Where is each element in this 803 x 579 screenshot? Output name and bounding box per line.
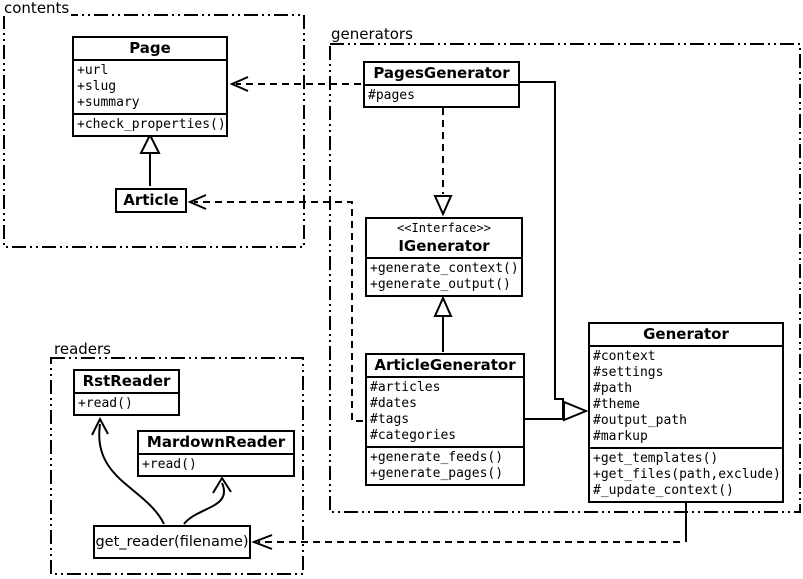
arrow-getreader-to-mardownreader: [183, 476, 232, 525]
methods-compartment: +read(): [75, 392, 178, 414]
class-articlegenerator: ArticleGenerator #articles #dates #tags …: [365, 353, 525, 486]
methods-compartment: +generate_feeds() +generate_pages(): [367, 446, 523, 484]
class-title: Generator: [643, 325, 729, 343]
method: +get_templates(): [593, 451, 719, 466]
attribute: +url: [77, 63, 109, 78]
arrow-getreader-to-rstreader: [91, 416, 165, 525]
attribute: #markup: [593, 429, 648, 444]
inheritance-arrow-articlegenerator-to-igenerator: [433, 295, 453, 352]
attribute: +slug: [77, 79, 117, 94]
attribute: #output_path: [593, 413, 687, 428]
class-title: RstReader: [82, 372, 171, 390]
attribute: #dates: [370, 396, 417, 411]
methods-compartment: +generate_context() +generate_output(): [367, 257, 521, 295]
contents-package-border: [3, 14, 305, 248]
class-pagesgenerator: PagesGenerator #pages: [363, 61, 520, 108]
dependency-arrow-pagesgenerator-to-page: [229, 76, 361, 92]
attributes-compartment: #context #settings #path #theme #output_…: [590, 345, 782, 447]
attribute: #pages: [368, 88, 415, 103]
method: #_update_context(): [593, 483, 734, 498]
attribute: #tags: [370, 412, 410, 427]
attribute: #categories: [370, 428, 457, 443]
package-label-readers: readers: [52, 340, 113, 358]
methods-compartment: +check_properties(): [74, 113, 226, 135]
class-title: Article: [123, 191, 179, 209]
method: +read(): [142, 457, 197, 472]
method: +generate_feeds(): [370, 450, 504, 465]
attribute: #settings: [593, 365, 664, 380]
class-generator: Generator #context #settings #path #them…: [588, 322, 784, 503]
package-label-contents: contents: [2, 0, 72, 17]
methods-compartment: +read(): [139, 453, 293, 475]
method: +check_properties(): [77, 117, 226, 132]
class-igenerator: <<Interface>> IGenerator +generate_conte…: [365, 217, 523, 297]
methods-compartment: +get_templates() +get_files(path,exclude…: [590, 447, 782, 501]
method: +get_files(path,exclude): [593, 467, 781, 482]
method: +generate_output(): [370, 277, 511, 292]
get-reader-label: get_reader(filename): [95, 534, 249, 550]
method: +read(): [78, 396, 133, 411]
realization-arrow-pagesgenerator-to-igenerator: [433, 108, 453, 217]
attribute: #path: [593, 381, 633, 396]
class-article: Article: [115, 188, 187, 213]
method: +generate_pages(): [370, 466, 504, 481]
package-label-generators: generators: [329, 25, 415, 43]
class-mardownreader: MardownReader +read(): [137, 430, 295, 477]
class-title: ArticleGenerator: [374, 356, 516, 374]
class-title: Page: [129, 39, 171, 57]
attribute: #articles: [370, 380, 441, 395]
generators-package-border: [329, 43, 801, 513]
class-title: PagesGenerator: [373, 64, 510, 82]
class-title: IGenerator: [398, 237, 490, 255]
inheritance-arrow-article-to-page: [139, 132, 161, 186]
class-stereotype: <<Interface>>: [397, 221, 491, 235]
dependency-arrow-generator-to-getreader: [251, 501, 687, 550]
class-rstreader: RstReader +read(): [73, 369, 180, 416]
method: +generate_context(): [370, 261, 519, 276]
dependency-arrow-articlegenerator-to-article: [187, 194, 363, 422]
get-reader-box: get_reader(filename): [93, 525, 251, 559]
class-page: Page +url +slug +summary +check_properti…: [72, 36, 228, 137]
readers-package-border: [50, 357, 304, 575]
class-title: MardownReader: [146, 433, 286, 451]
attributes-compartment: #pages: [365, 84, 518, 106]
attribute: +summary: [77, 95, 140, 110]
attributes-compartment: #articles #dates #tags #categories: [367, 376, 523, 446]
attributes-compartment: +url +slug +summary: [74, 59, 226, 113]
inheritance-arrow-generators-to-generator: [519, 81, 589, 422]
attribute: #context: [593, 349, 656, 364]
attribute: #theme: [593, 397, 640, 412]
